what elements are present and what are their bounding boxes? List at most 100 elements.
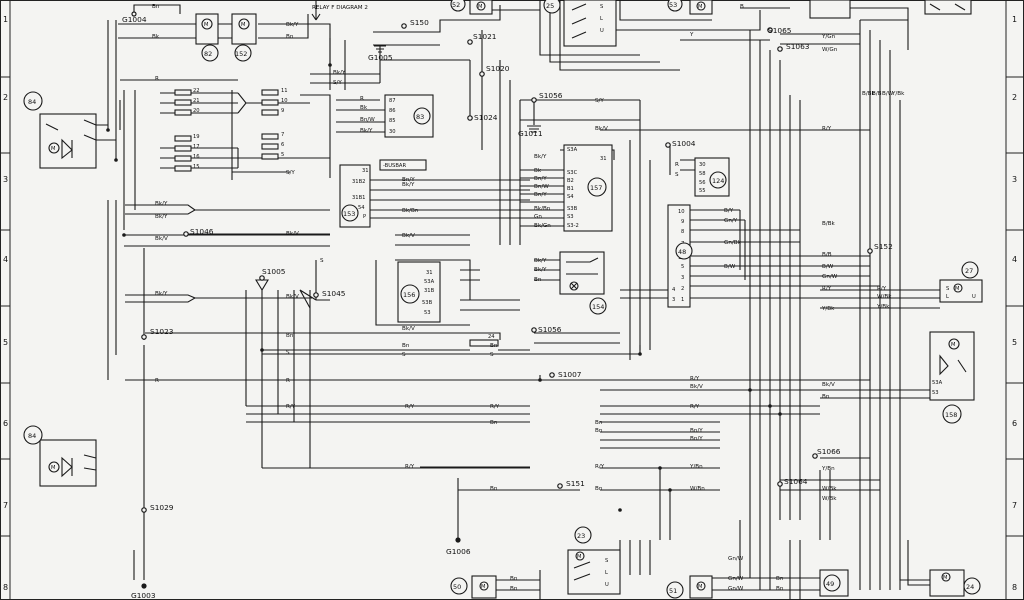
component-53: M 53 <box>667 0 713 15</box>
ground-g1003: G1003 <box>131 583 156 600</box>
pin-label: 9 <box>681 219 684 225</box>
component-number: 158 <box>945 411 957 419</box>
wire-label: Bk/Y <box>534 258 547 264</box>
wire-label: R/Y <box>822 126 832 132</box>
wire-label: S <box>675 172 679 178</box>
wire-label: Y <box>689 32 694 38</box>
svg-text:M: M <box>698 4 702 10</box>
wire-label: S/Y <box>333 80 342 86</box>
wire-label: Y/Bk <box>891 91 905 97</box>
busbar-tag: -BUSBAR <box>383 163 406 169</box>
splice-label: S151 <box>566 479 585 488</box>
splice-s1004: S1004 <box>665 139 696 148</box>
pin-label: 53B <box>422 300 433 306</box>
fuse-block-right: 11 10 9 7 6 5 24 <box>261 88 499 347</box>
component-157: S3A S3C B2 B1 S4 S3B S3 S3-2 31 157 <box>563 144 613 232</box>
component-number: 124 <box>712 177 724 185</box>
wire-label: Bn <box>534 277 542 283</box>
splice-label: S1066 <box>817 447 841 456</box>
wire-label: Bn <box>595 486 603 492</box>
wire-label: Bn/Y <box>534 192 547 198</box>
splice-label: S150 <box>410 18 429 27</box>
wire-label: B <box>740 4 744 10</box>
component-50: M 50 <box>450 575 497 599</box>
pin-label: U <box>972 294 976 300</box>
wire-label: R <box>155 76 159 82</box>
splice-s1023: S1023 <box>141 327 174 340</box>
wire-label: Bn <box>286 34 294 40</box>
row-number: 3 <box>3 175 8 184</box>
fuse-number: 11 <box>281 88 288 94</box>
splice-label: S1021 <box>473 32 497 41</box>
component-27: M S L U 27 <box>939 261 983 303</box>
wire-label: Bn <box>490 486 498 492</box>
wire-label: R/Y <box>405 464 415 470</box>
component-49: 49 <box>819 569 849 597</box>
fuse-block-left: 22 21 20 19 17 16 15 <box>174 88 200 172</box>
pin-label: 3 <box>672 297 675 303</box>
fuse-number: 20 <box>193 108 200 114</box>
ground-g1006: G1006 <box>446 537 471 556</box>
splice-s1029: S1029 <box>141 503 174 513</box>
wire-label: Gn/W <box>728 576 744 582</box>
pin-label: 31 <box>362 168 369 174</box>
fuse: 6 <box>261 142 284 150</box>
row-number: 7 <box>1012 501 1017 510</box>
wire-label: Bk/V <box>595 126 608 132</box>
splice-label: S1004 <box>672 139 696 148</box>
wire-label: Bk/V <box>286 231 299 237</box>
wire-label: Bk/V <box>402 326 415 332</box>
component-51: M 51 <box>666 575 713 599</box>
row-number: 7 <box>3 501 8 510</box>
splice-label: S1024 <box>474 113 498 122</box>
fuse-number: 5 <box>281 152 284 158</box>
wire-label: Bk/V <box>690 384 703 390</box>
svg-text:M: M <box>698 584 702 590</box>
wire-label: S/Y <box>286 170 295 176</box>
wire-label: Bn <box>510 586 518 592</box>
row-number: 1 <box>3 15 8 24</box>
wire-label: S <box>402 352 406 358</box>
wire-label: R <box>675 162 679 168</box>
pin-label: 10 <box>678 209 685 215</box>
wire-label: Bk/Y <box>155 291 168 297</box>
pin-label: S3C <box>567 170 578 176</box>
wire-label: B/W <box>882 91 894 97</box>
wire-label: Bk/Y <box>534 154 547 160</box>
row-number: 3 <box>1012 175 1017 184</box>
pin-label: 85 <box>389 118 396 124</box>
ground-label: G1006 <box>446 547 471 556</box>
row-numbers: 1 2 3 4 5 6 7 8 1 2 3 4 5 6 7 8 <box>3 15 1017 592</box>
component-158: M 53A 53 158 <box>929 331 975 424</box>
wire-label: R/Y <box>405 404 415 410</box>
fuse: 5 <box>261 152 284 160</box>
splice-label: S1064 <box>784 477 808 486</box>
pin-label: S <box>600 4 603 10</box>
component-156: 31 53A 31B 53B 53 156 <box>397 261 441 323</box>
component-number: 23 <box>577 532 585 540</box>
pin-label: 87 <box>389 98 396 104</box>
wire-label: Bn/Y <box>402 177 415 183</box>
component-number: 153 <box>343 210 355 218</box>
row-number: 5 <box>1012 338 1017 347</box>
fuse: 10 <box>261 98 288 106</box>
pin-label: P <box>363 214 366 220</box>
fuse: 9 <box>261 108 284 116</box>
pin-label: 30 <box>699 162 706 168</box>
splice-s1024: S1024 <box>467 113 498 122</box>
ground-label: G1011 <box>518 129 543 138</box>
component-48: 10 9 8 7 6 11 5 3 2 1 4 3 48 <box>667 204 693 308</box>
svg-text:M: M <box>577 554 581 560</box>
fuse-number: 15 <box>193 164 200 170</box>
wire-label: Bn/W <box>360 117 375 123</box>
component-number: 154 <box>592 303 604 311</box>
fuse: 16 <box>174 154 200 162</box>
pin-label: S3B <box>567 206 578 212</box>
svg-text:M: M <box>951 342 955 348</box>
header-note: RELAY F DIAGRAM 2 <box>312 5 368 11</box>
pin-label: 8 <box>681 229 684 235</box>
splice-s1065: S1065 <box>767 26 792 35</box>
pin-label: B2 <box>567 178 574 184</box>
wire-label: Bk/V <box>155 236 168 242</box>
